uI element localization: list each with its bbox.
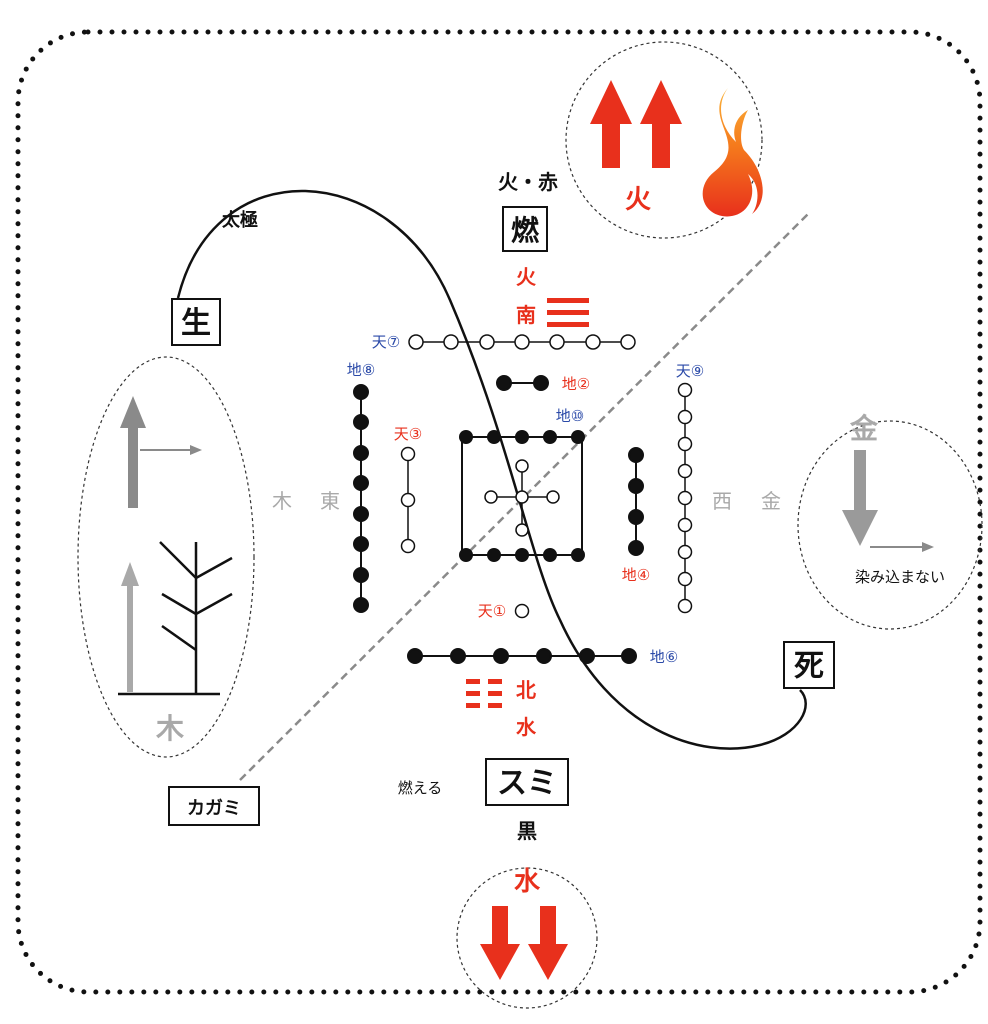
- water-circle: 水: [456, 867, 598, 1009]
- kagami-label: カガミ: [187, 798, 241, 819]
- taiji-curve: [176, 189, 807, 750]
- wood-east-2: 東: [320, 489, 340, 513]
- ten9-label: 天⑨: [676, 362, 704, 380]
- down-arrow-icon: [842, 450, 878, 546]
- metal-oval-label: 金: [849, 412, 879, 445]
- fire-circle-label: 火: [625, 185, 651, 215]
- square-top-dots: [459, 430, 585, 562]
- tree-icon: [118, 541, 233, 696]
- kagami-box: [168, 786, 260, 826]
- center-cross: [484, 459, 560, 537]
- sei-box: [171, 298, 221, 346]
- up-arrow-icon: [121, 562, 139, 692]
- ten3-label: 天③: [394, 425, 422, 443]
- ten3-column: [400, 446, 416, 554]
- diagonal-dashed-line: [239, 211, 811, 781]
- moeru-box: [502, 206, 548, 252]
- sei-label: 生: [181, 306, 211, 341]
- shi-label: 死: [794, 649, 824, 684]
- chi6-label: 地⑥: [650, 648, 678, 666]
- down-arrow-icon: [480, 906, 520, 980]
- chi2-row: [496, 375, 549, 391]
- wood-oval-label: 木: [155, 712, 184, 745]
- water-trigram-label: 水: [516, 715, 537, 739]
- black-label: 黒: [517, 819, 537, 843]
- chi6-row: [407, 648, 637, 664]
- wood-east-1: 木: [272, 489, 292, 513]
- metal-side-label: 金: [761, 489, 781, 513]
- wood-oval: 木: [77, 356, 255, 758]
- ten1-dot: [514, 603, 530, 619]
- chi8-column: [353, 384, 369, 613]
- fire-trigram-fire: 火: [516, 265, 537, 289]
- ten9-column: [677, 382, 693, 614]
- west-label: 西: [712, 489, 732, 513]
- fire-trigram-south: 南: [516, 303, 536, 327]
- fire-circle: 火: [565, 41, 763, 239]
- flame-icon: [702, 88, 763, 217]
- taikyoku-label: 太極: [222, 209, 258, 231]
- fire-red-label: 火・赤: [498, 170, 558, 194]
- ten7-label: 天⑦: [372, 333, 400, 351]
- up-arrow-icon: [590, 80, 632, 168]
- north-label: 北: [516, 678, 536, 702]
- ten7-row: [408, 334, 636, 350]
- water-circle-label: 水: [514, 867, 541, 897]
- chi10-label: 地⑩: [556, 407, 584, 425]
- metal-oval: 金 染み込まない: [797, 412, 983, 630]
- shi-box: [783, 641, 835, 689]
- moeru-label: 燃える: [398, 779, 443, 797]
- down-arrow-icon: [528, 906, 568, 980]
- up-arrow-icon: [120, 396, 146, 508]
- chi8-label: 地⑧: [347, 361, 375, 379]
- sumi-label: スミ: [497, 766, 557, 801]
- up-arrow-icon: [640, 80, 682, 168]
- fire-trigram-icon: [547, 298, 589, 327]
- moeru-box-label: 燃: [511, 214, 540, 247]
- metal-oval-caption: 染み込まない: [855, 568, 945, 586]
- ten1-label: 天①: [478, 602, 506, 620]
- chi2-label: 地②: [562, 375, 590, 393]
- outer-dotted-frame: [15, 29, 983, 995]
- sumi-box: [485, 758, 569, 806]
- water-trigram-icon: [466, 679, 502, 708]
- chi4-label: 地④: [622, 566, 650, 584]
- chi4-column: [628, 447, 644, 556]
